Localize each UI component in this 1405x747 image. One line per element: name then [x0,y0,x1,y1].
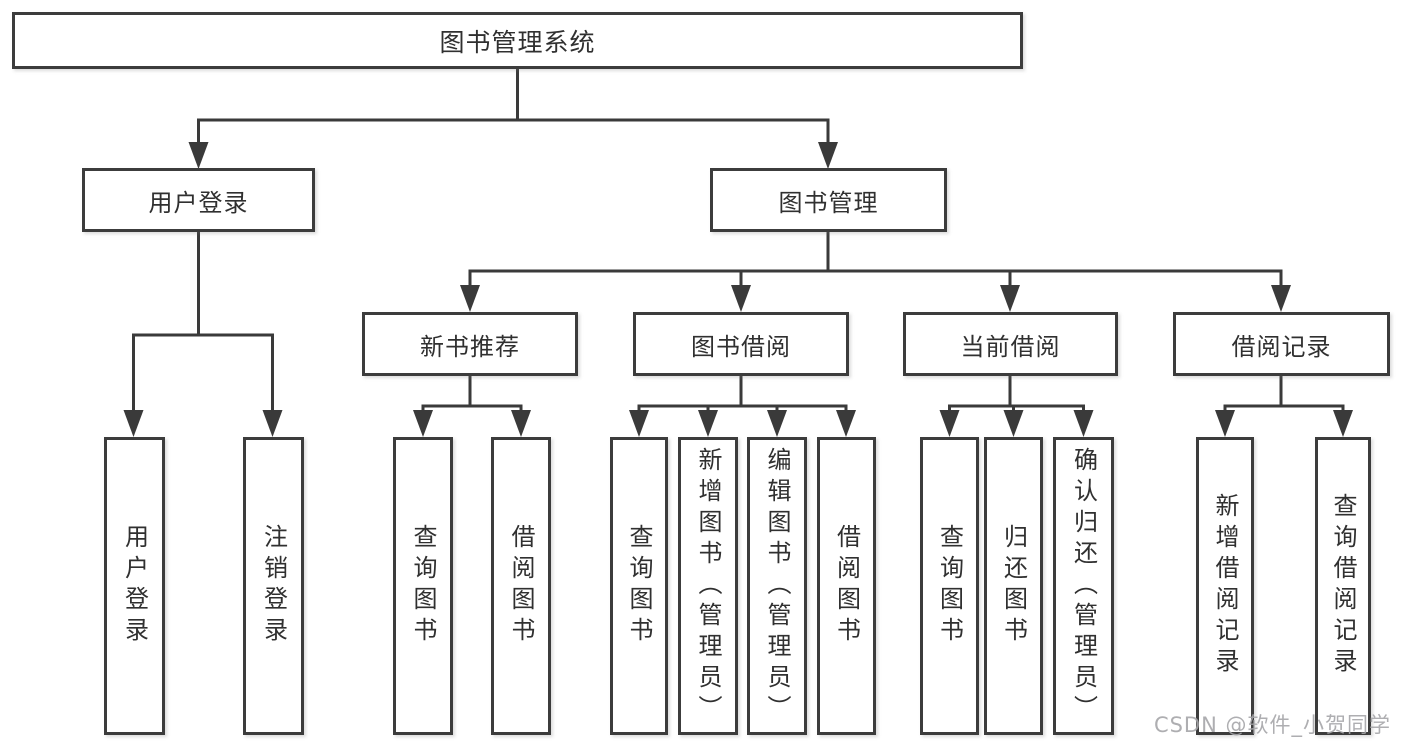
leaf-query-borrow-record: 查询借阅记录 [1315,437,1371,735]
node-new-book-recommend: 新书推荐 [362,312,578,376]
arrowhead [1073,410,1094,437]
connector-user-login-children [132,230,274,414]
arrowhead [1333,410,1353,437]
node-current-borrowing: 当前借阅 [903,312,1118,376]
leaf-add-borrow-record: 新增借阅记录 [1196,437,1254,735]
connector-book-borrow-children [637,374,848,414]
leaf-borrow-books: 借阅图书 [817,437,876,735]
leaf-query-books-borrow: 查询图书 [610,437,668,735]
connector-book-mgmt-to-level3 [468,230,1283,289]
leaf-query-books-current: 查询图书 [920,437,979,735]
leaf-add-books-admin: 新增图书（管理员） [678,437,738,735]
leaf-return-books: 归还图书 [984,437,1043,735]
leaf-logout: 注销登录 [243,437,304,735]
node-borrowing-records: 借阅记录 [1173,312,1390,376]
leaf-confirm-return-admin: 确认归还（管理员） [1053,437,1114,735]
arrowhead [460,285,480,312]
leaf-query-books-recommend: 查询图书 [393,437,453,735]
node-book-management: 图书管理 [710,168,947,232]
csdn-watermark: CSDN @软件_小贺同学 [1153,713,1391,737]
arrowhead [836,410,856,437]
arrowhead [1215,410,1235,437]
node-book-borrowing: 图书借阅 [633,312,849,376]
arrowhead [1003,410,1024,437]
arrowhead [511,410,531,437]
arrowhead [698,410,718,437]
arrowhead [123,410,144,437]
arrowhead [413,410,433,437]
arrowhead [262,410,283,437]
leaf-borrow-books-recommend: 借阅图书 [491,437,551,735]
node-user-login: 用户登录 [82,168,315,232]
arrowhead [767,410,787,437]
node-library-system: 图书管理系统 [12,12,1023,69]
arrowhead [629,410,649,437]
leaf-edit-books-admin: 编辑图书（管理员） [747,437,807,735]
arrowhead [939,410,960,437]
arrowhead [818,142,838,169]
connector-borrow-records-children [1223,374,1345,414]
connector-current-borrow-children [948,374,1085,414]
leaf-user-login: 用户登录 [104,437,165,735]
arrowhead [1271,285,1291,312]
arrowhead [731,285,751,312]
arrowhead [188,142,209,169]
connector-new-book-children [421,374,523,414]
arrowhead [1000,285,1020,312]
connector-root-to-level2 [197,66,830,146]
